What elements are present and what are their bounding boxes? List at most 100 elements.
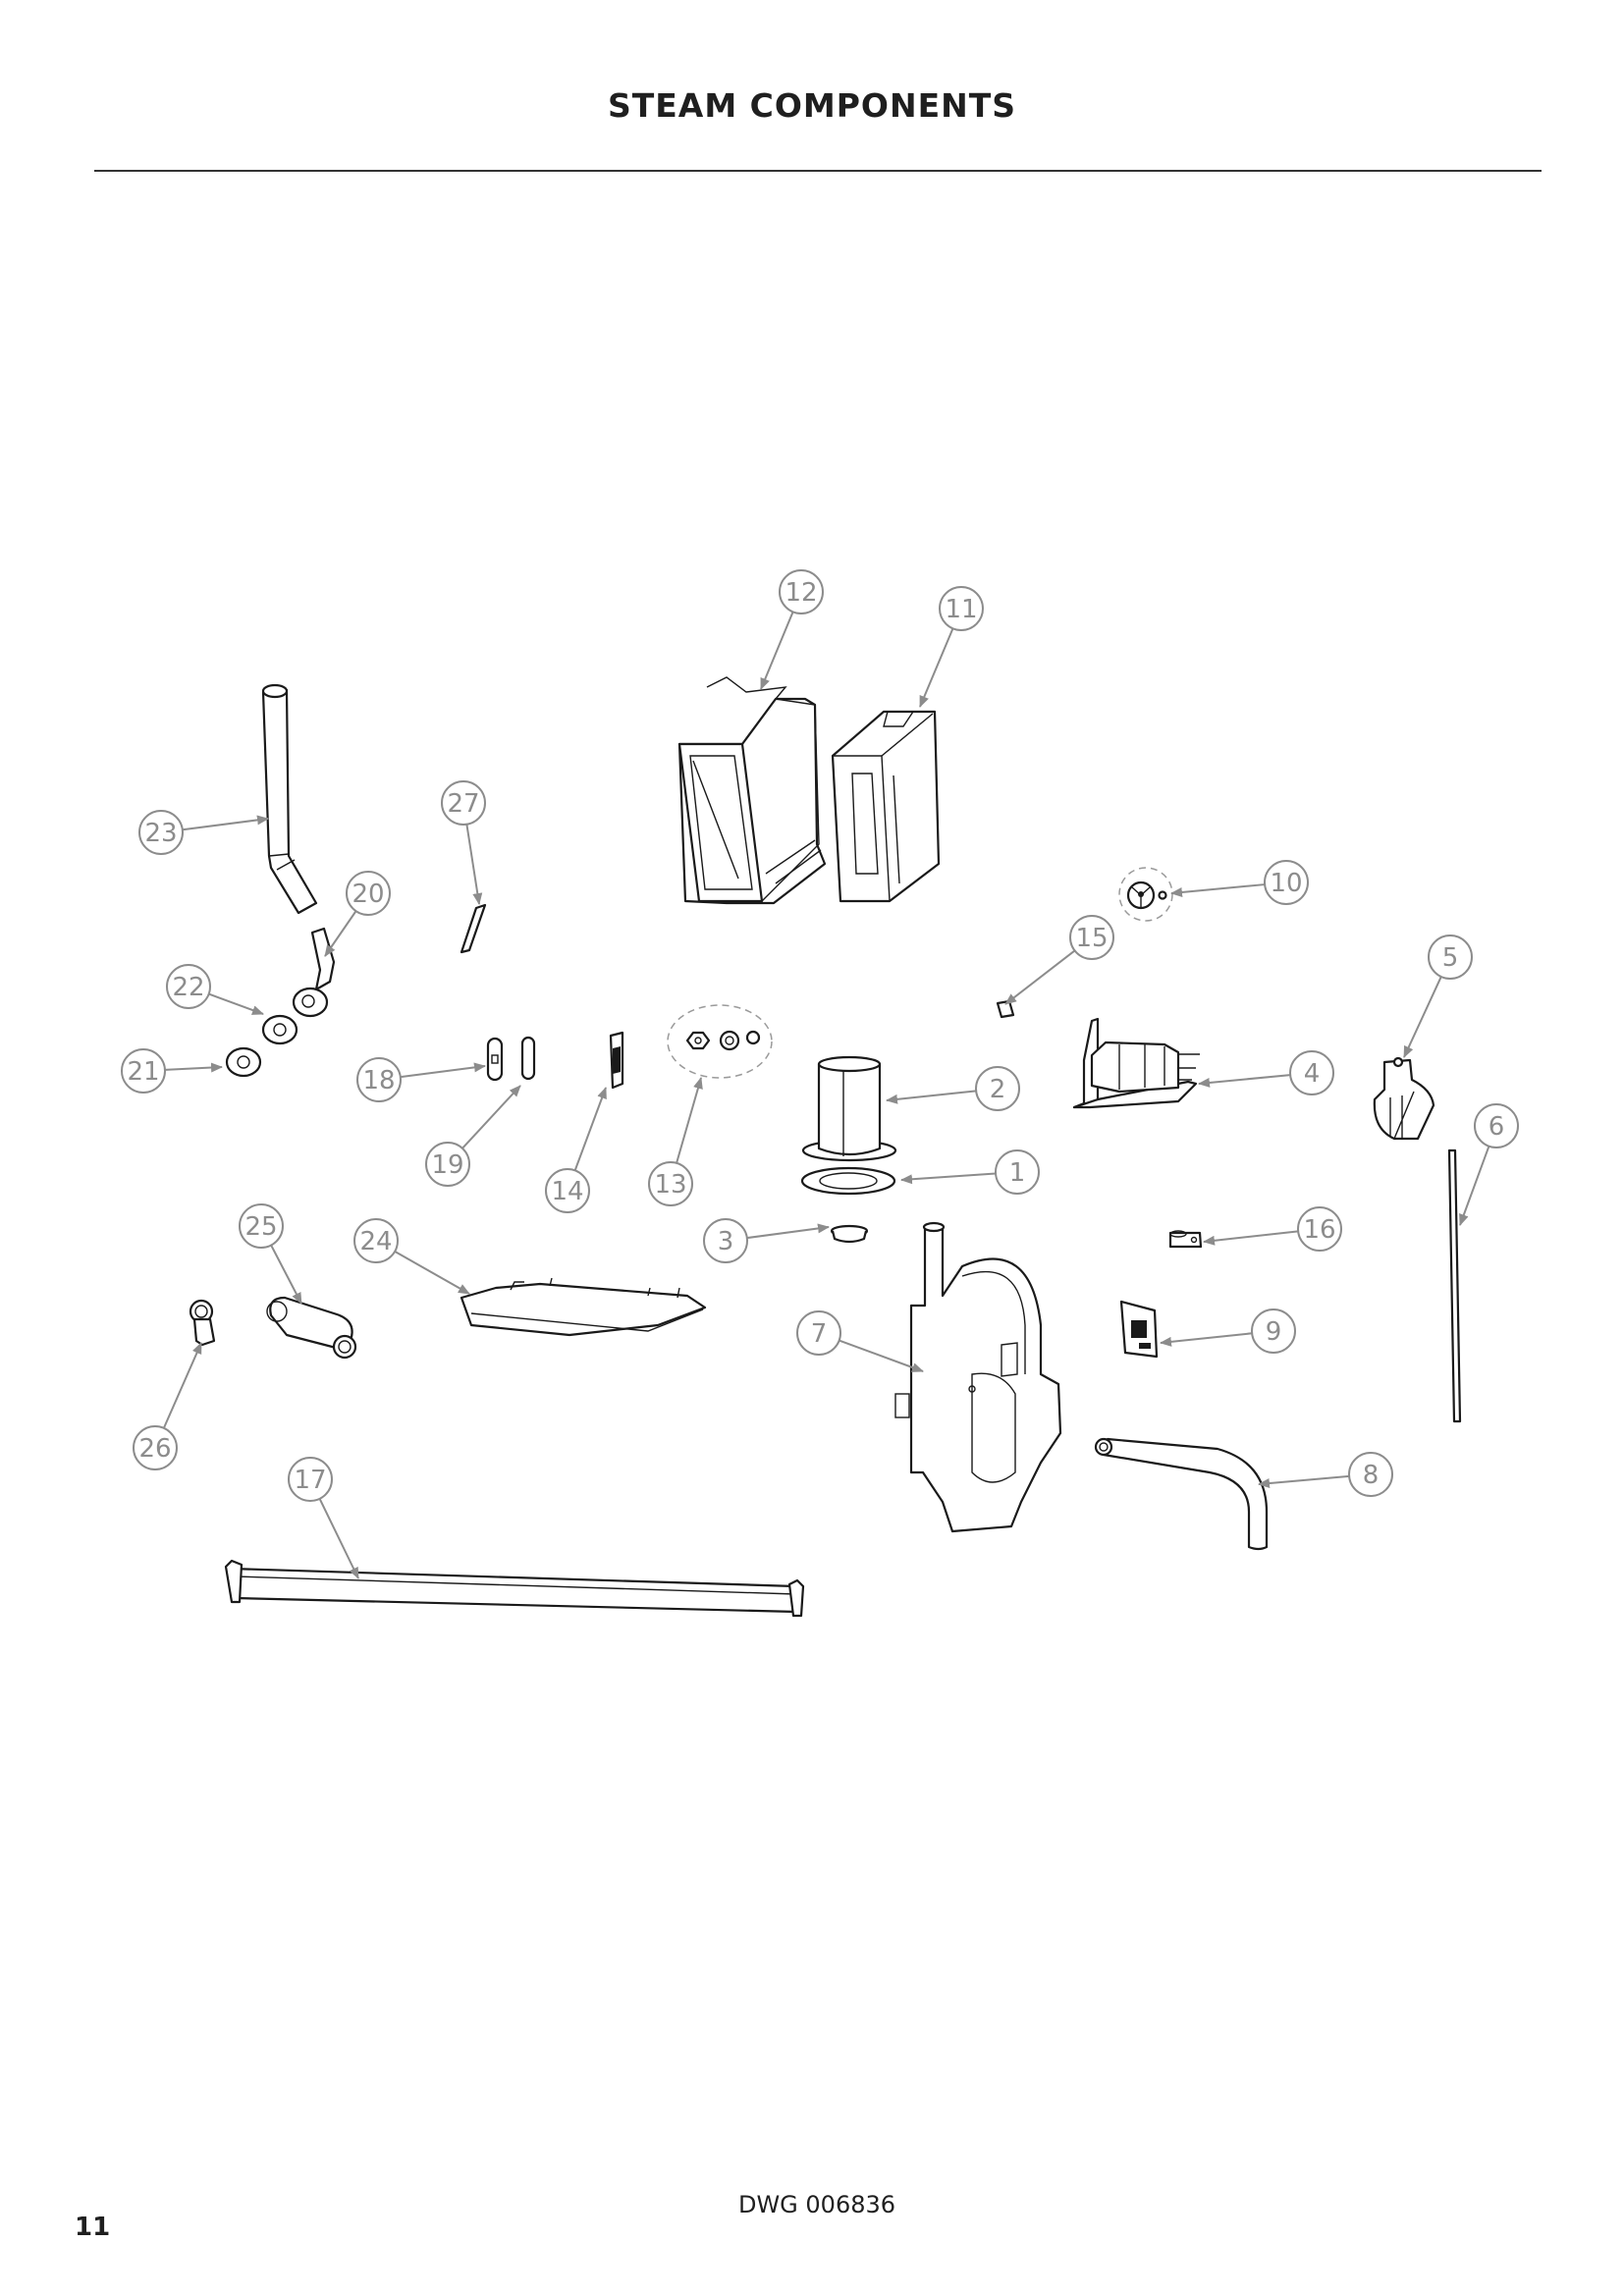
part-14-small-board — [609, 1031, 624, 1090]
part-5-hose-clamp — [1373, 1056, 1435, 1141]
callout-balloon — [1251, 1308, 1296, 1354]
callout-number: 17 — [294, 1466, 326, 1495]
leader-arrow — [746, 1223, 830, 1240]
part-8-outlet-tube — [1094, 1437, 1269, 1551]
callout-7: 7 — [796, 1310, 924, 1372]
callout-number: 16 — [1303, 1215, 1335, 1245]
callout-balloon — [121, 1048, 166, 1094]
callout-balloon — [1297, 1206, 1342, 1252]
callout-number: 20 — [352, 880, 384, 909]
leader-arrow — [461, 1085, 521, 1149]
callout-11: 11 — [919, 586, 984, 708]
callout-number: 3 — [718, 1227, 734, 1256]
part-1-ring-gasket — [800, 1166, 896, 1196]
callout-balloon — [1264, 860, 1309, 905]
callout-number: 24 — [359, 1227, 392, 1256]
callout-6: 6 — [1459, 1103, 1519, 1226]
part-3-seal-cap — [830, 1224, 869, 1244]
callout-number: 23 — [144, 819, 177, 848]
callout-balloon — [1069, 915, 1114, 960]
callout-layer: 1234567891011121314151617181920212223242… — [121, 569, 1519, 1579]
leader-arrow — [760, 611, 794, 690]
callout-balloon — [288, 1457, 333, 1502]
leader-arrow — [1160, 1332, 1253, 1347]
title-divider — [94, 170, 1542, 172]
page-number: 11 — [75, 2213, 111, 2242]
drawing-number: DWG 006836 — [737, 2191, 896, 2218]
callout-number: 15 — [1075, 924, 1108, 953]
part-7-steam-generator — [894, 1221, 1062, 1533]
callout-5: 5 — [1403, 934, 1473, 1058]
callout-number: 19 — [431, 1150, 463, 1180]
callout-24: 24 — [353, 1218, 470, 1295]
leader-arrow — [400, 1062, 486, 1079]
callout-balloon — [703, 1218, 748, 1263]
page-title: STEAM COMPONENTS — [607, 86, 1017, 125]
leader-arrow — [182, 815, 269, 831]
callout-14: 14 — [545, 1087, 607, 1213]
callout-number: 27 — [447, 789, 479, 819]
callout-12: 12 — [760, 569, 824, 690]
callout-number: 4 — [1304, 1059, 1321, 1089]
leader-arrow — [208, 992, 264, 1015]
callout-number: 6 — [1489, 1112, 1505, 1142]
leader-arrow — [900, 1172, 997, 1185]
callout-balloon — [166, 964, 211, 1009]
callout-balloon — [346, 871, 391, 916]
callout-balloon — [353, 1218, 399, 1263]
callout-balloon — [356, 1057, 402, 1102]
callout-number: 18 — [362, 1066, 395, 1095]
leader-arrow — [324, 910, 357, 957]
callout-balloon — [796, 1310, 841, 1356]
leader-arrow — [573, 1087, 607, 1171]
callout-number: 21 — [127, 1057, 159, 1087]
part-22-gasket — [261, 1014, 298, 1045]
callout-balloon — [1348, 1452, 1393, 1497]
callout-balloon — [779, 569, 824, 614]
callout-number: 11 — [945, 595, 977, 624]
part-11-box-housing — [831, 710, 941, 903]
callout-number: 25 — [244, 1212, 277, 1242]
leader-arrow — [886, 1090, 977, 1104]
part-13-hardware-kit — [667, 1004, 773, 1079]
leader-arrow — [270, 1245, 302, 1305]
callout-26: 26 — [133, 1342, 202, 1470]
leader-arrow — [1004, 949, 1076, 1005]
callout-number: 7 — [811, 1319, 828, 1349]
part-19-strip — [520, 1036, 536, 1081]
part-2-sleeve-flange — [801, 1055, 897, 1162]
leader-arrow — [1258, 1474, 1350, 1489]
part-9-control-board — [1119, 1300, 1159, 1359]
part-10-thermostat-kit — [1118, 867, 1173, 922]
part-24-tray-cover — [460, 1277, 707, 1337]
callout-balloon — [995, 1149, 1040, 1195]
part-16-bracket-clip — [1168, 1230, 1203, 1249]
callout-balloon — [1289, 1050, 1334, 1095]
part-26-nozzle — [189, 1299, 216, 1347]
part-4-pump-assembly — [1072, 1017, 1200, 1109]
callout-balloon — [648, 1161, 693, 1206]
leader-arrow — [919, 627, 954, 708]
callout-number: 12 — [785, 578, 817, 608]
callout-19: 19 — [425, 1085, 521, 1187]
leader-arrow — [1198, 1074, 1291, 1088]
callout-number: 9 — [1266, 1317, 1282, 1347]
callout-20: 20 — [324, 871, 391, 957]
callout-balloon — [441, 780, 486, 826]
leader-arrow — [1170, 883, 1266, 897]
part-20-elbow-flange — [292, 927, 336, 1018]
callout-17: 17 — [288, 1457, 359, 1579]
part-6-rod — [1447, 1148, 1462, 1423]
leader-arrow — [1403, 976, 1442, 1058]
callout-balloon — [1474, 1103, 1519, 1148]
part-18-oval-plate — [486, 1037, 504, 1082]
leader-arrow — [839, 1339, 924, 1372]
callout-4: 4 — [1198, 1050, 1334, 1095]
leader-arrow — [1459, 1146, 1490, 1226]
callout-10: 10 — [1170, 860, 1309, 905]
callout-number: 22 — [172, 973, 204, 1002]
callout-21: 21 — [121, 1048, 223, 1094]
leader-arrow — [465, 824, 483, 905]
callout-number: 14 — [551, 1177, 583, 1206]
